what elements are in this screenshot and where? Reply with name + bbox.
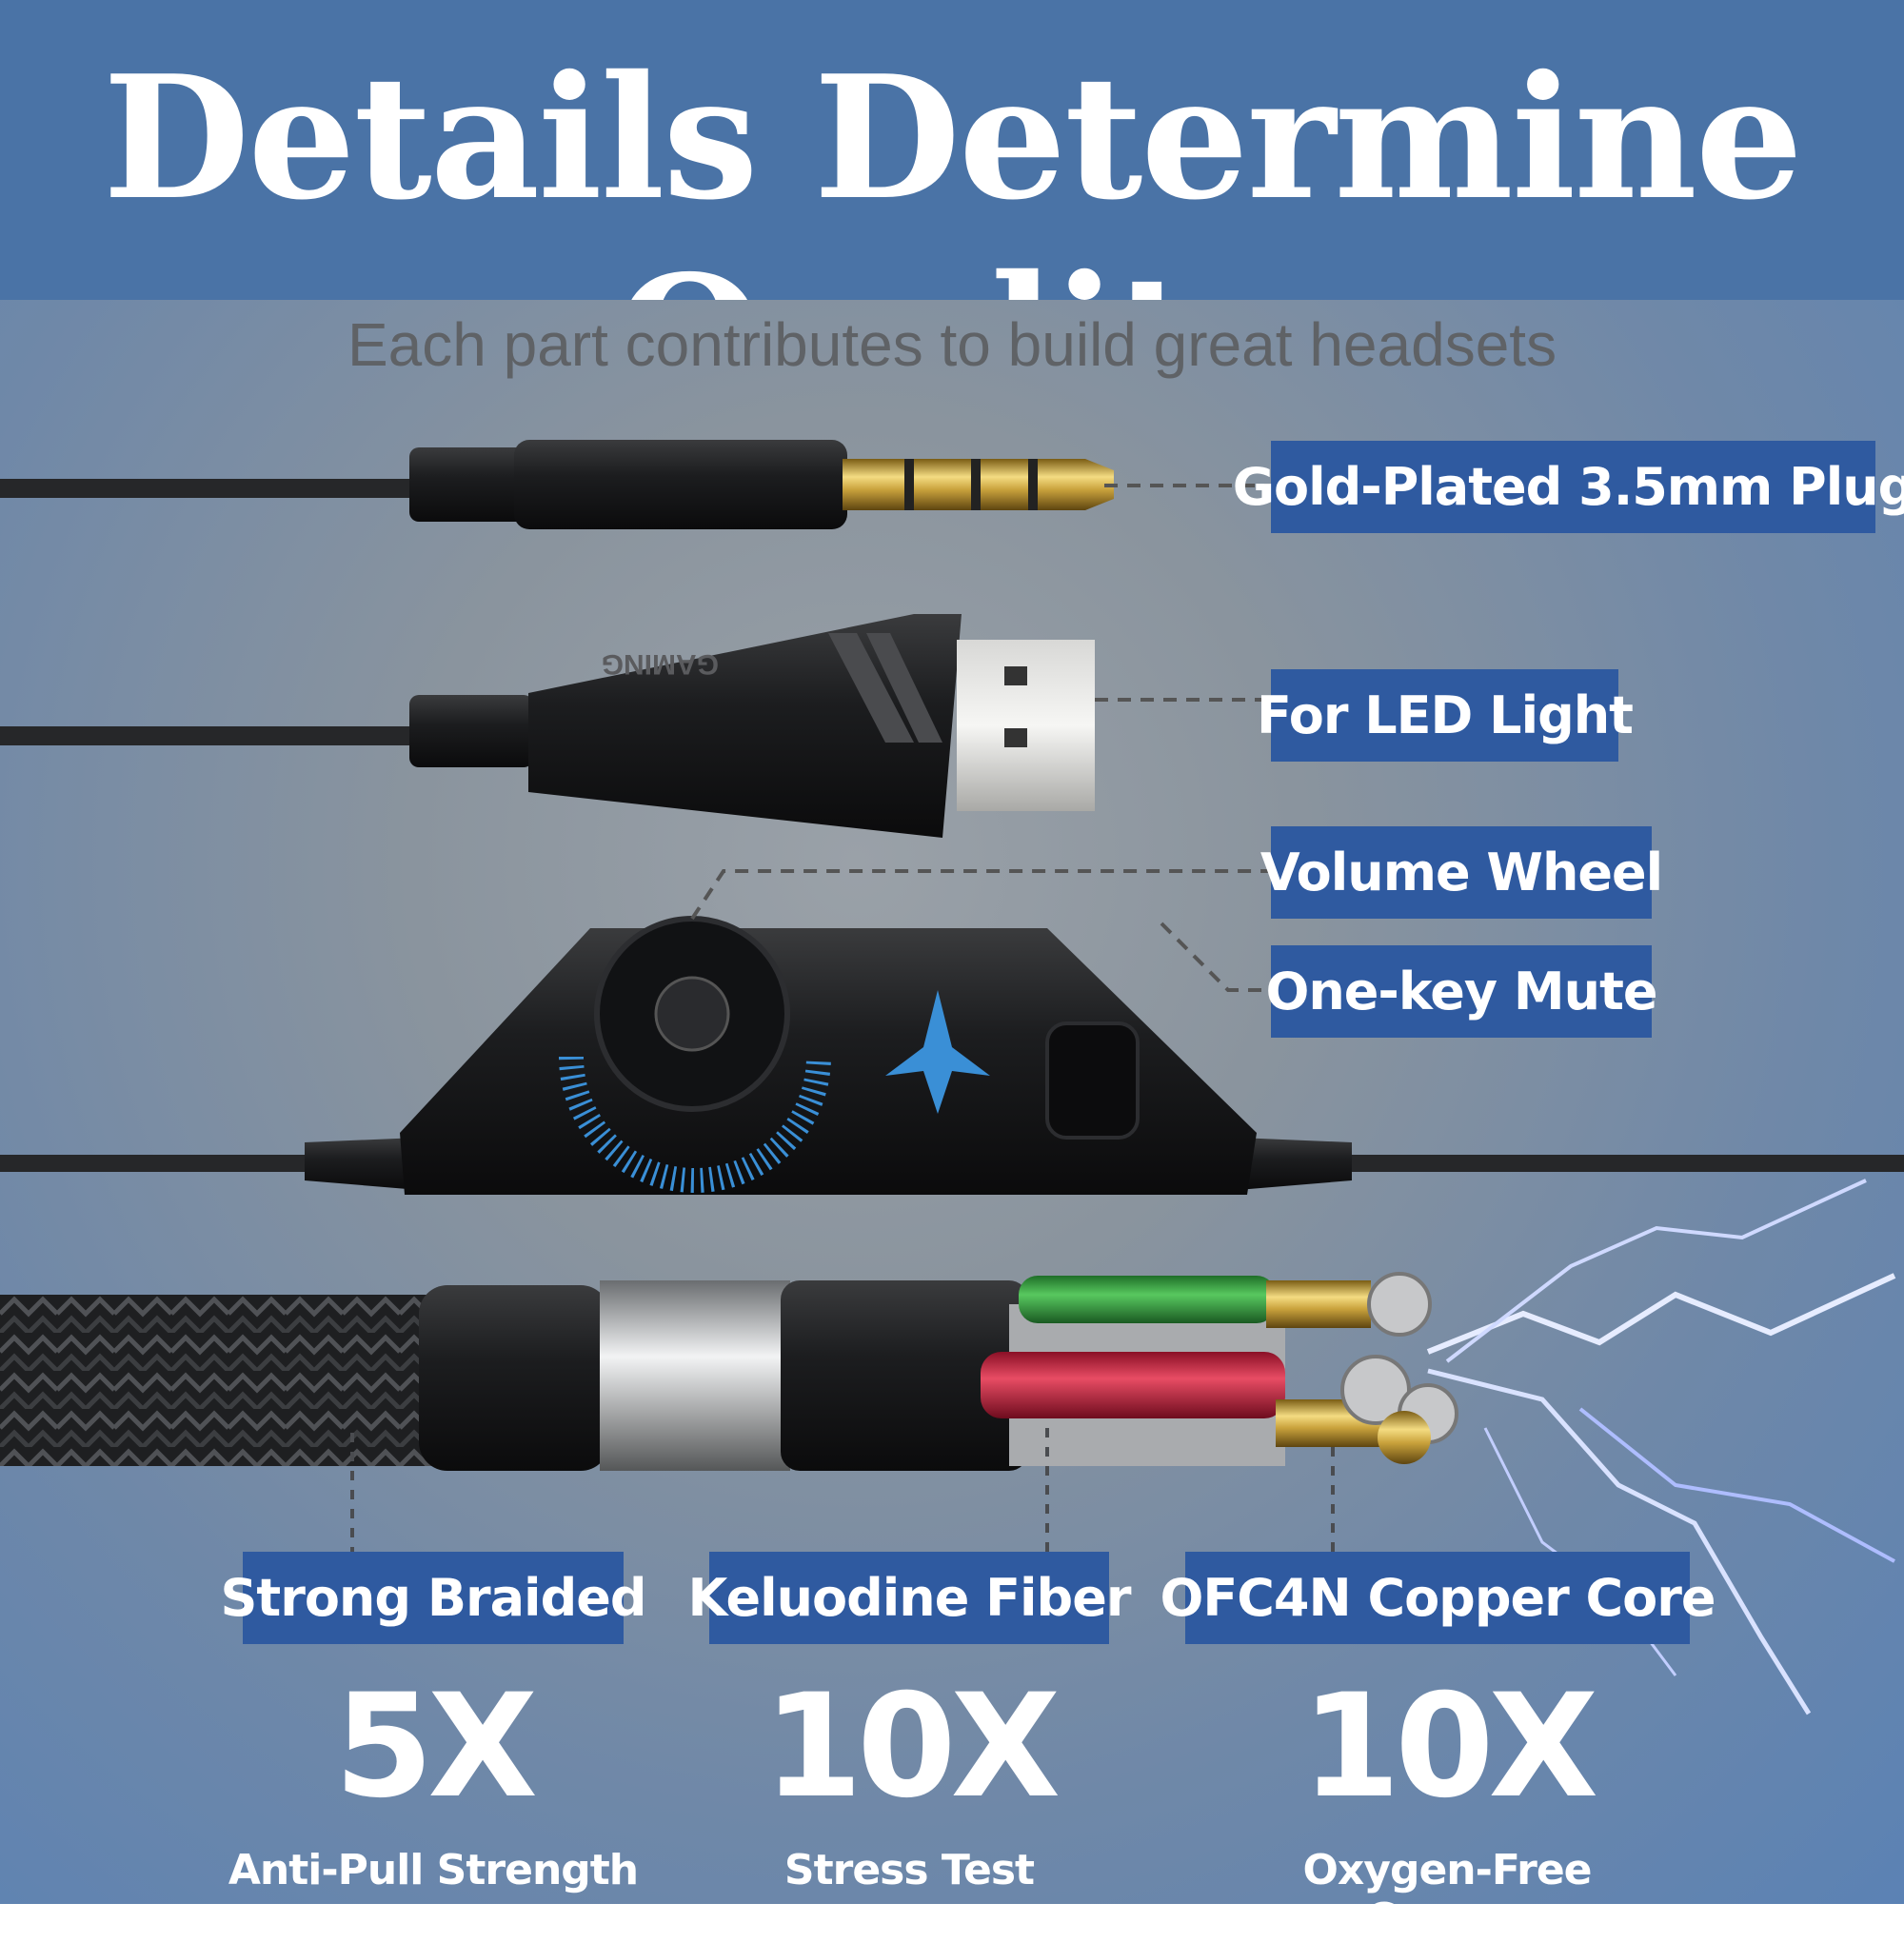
cable-cross-section-illustration (0, 1179, 1896, 1715)
usb-plug-illustration: GAMING (0, 614, 1271, 838)
copper-stat: 10X Oxygen-Free Copper (1219, 1671, 1676, 1943)
audio-plug-illustration (0, 440, 1271, 529)
inline-controller-illustration (0, 869, 1904, 1195)
volume-wheel-label: Volume Wheel (1260, 826, 1663, 919)
fiber-label: Keluodine Fiber (688, 1552, 1131, 1644)
fiber-stat: 10X Stress Test (700, 1671, 1119, 1894)
copper-label: OFC4N Copper Core (1160, 1552, 1716, 1644)
plug-label: Gold-Plated 3.5mm Plug (1233, 441, 1904, 533)
header-banner: Details Determine Quality (0, 0, 1904, 437)
page-subtitle: Each part contributes to build great hea… (347, 310, 1557, 379)
fiber-stat-value: 10X (763, 1664, 1061, 1830)
braided-stat-caption: Anti-Pull Strength (228, 1846, 639, 1894)
copper-stat-value: 10X (1300, 1664, 1598, 1830)
product-illustration: GAMING (0, 440, 1904, 1715)
mute-label: One-key Mute (1265, 945, 1658, 1038)
fiber-stat-caption: Stress Test (783, 1846, 1035, 1894)
braided-stat-value: 5X (333, 1664, 538, 1830)
braided-label: Strong Braided (221, 1552, 647, 1644)
usb-gaming-text: GAMING (602, 648, 719, 680)
braided-stat: 5X Anti-Pull Strength (224, 1671, 643, 1894)
usb-label: For LED Light (1257, 669, 1634, 762)
copper-stat-caption: Oxygen-Free Copper (1302, 1846, 1592, 1943)
